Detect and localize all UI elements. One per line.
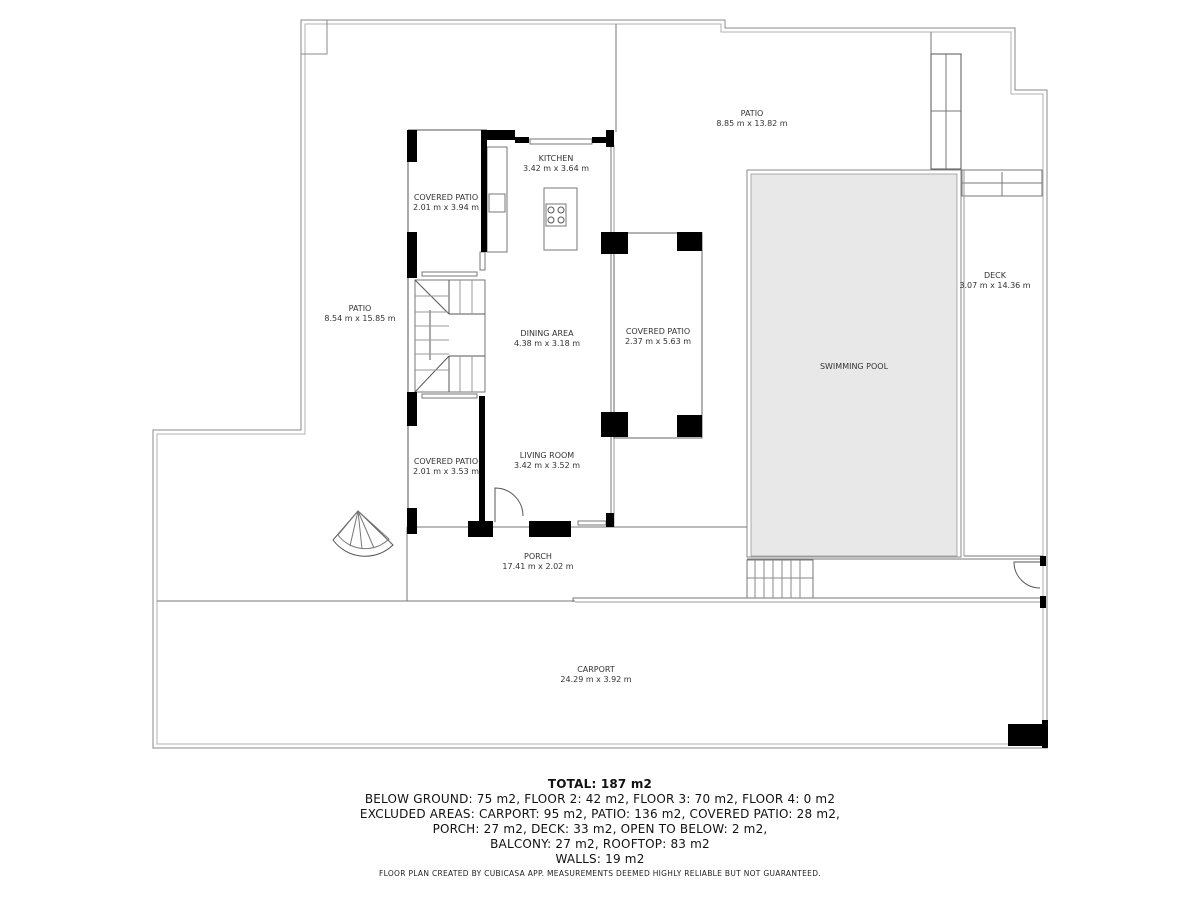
- room-name: DECK: [983, 271, 1007, 280]
- room-name: PATIO: [348, 304, 372, 313]
- room-dimensions: 3.07 m x 14.36 m: [959, 281, 1031, 290]
- room-label-porch: PORCH 17.41 m x 2.02 m: [502, 552, 573, 572]
- room-dimensions: 2.37 m x 5.63 m: [624, 337, 692, 346]
- room-label-living-room: LIVING ROOM 3.42 m x 3.52 m: [514, 451, 580, 471]
- room-name: COVERED PATIO: [413, 457, 479, 466]
- room-name: CARPORT: [577, 665, 615, 674]
- room-label-covered-patio-lower: COVERED PATIO 2.01 m x 3.53 m: [413, 457, 479, 477]
- room-name: PORCH: [524, 552, 552, 561]
- summary-line-excluded-2: PORCH: 27 m2, DECK: 33 m2, OPEN TO BELOW…: [432, 822, 768, 836]
- room-dimensions: 2.01 m x 3.94 m: [412, 203, 480, 212]
- room-dimensions: 8.85 m x 13.82 m: [716, 119, 788, 128]
- room-dimensions: 8.54 m x 15.85 m: [324, 314, 396, 323]
- room-name: LIVING ROOM: [519, 451, 575, 460]
- summary-line-walls: WALLS: 19 m2: [555, 852, 645, 866]
- room-label-covered-patio-upper: COVERED PATIO 2.01 m x 3.94 m: [413, 193, 479, 213]
- room-label-swimming-pool: SWIMMING POOL: [820, 362, 888, 372]
- room-label-covered-patio-right: COVERED PATIO 2.37 m x 5.63 m: [625, 327, 691, 347]
- room-name: COVERED PATIO: [625, 327, 691, 336]
- room-dimensions: 4.38 m x 3.18 m: [513, 339, 581, 348]
- room-dimensions: 24.29 m x 3.92 m: [560, 675, 632, 684]
- room-label-dining-area: DINING AREA 4.38 m x 3.18 m: [514, 329, 580, 349]
- property-boundary: [152, 19, 1048, 749]
- room-name: SWIMMING POOL: [819, 362, 889, 371]
- room-name: PATIO: [740, 109, 764, 118]
- room-label-deck: DECK 3.07 m x 14.36 m: [959, 271, 1030, 291]
- area-summary: TOTAL: 187 m2 BELOW GROUND: 75 m2, FLOOR…: [0, 777, 1200, 867]
- room-name: COVERED PATIO: [413, 193, 479, 202]
- swimming-pool: [746, 169, 962, 558]
- room-label-carport: CARPORT 24.29 m x 3.92 m: [560, 665, 631, 685]
- room-label-patio-top: PATIO 8.85 m x 13.82 m: [716, 109, 787, 129]
- summary-line-floors: BELOW GROUND: 75 m2, FLOOR 2: 42 m2, FLO…: [364, 792, 836, 806]
- disclaimer: FLOOR PLAN CREATED BY CUBICASA APP. MEAS…: [379, 869, 821, 878]
- room-dimensions: 3.42 m x 3.64 m: [522, 164, 590, 173]
- room-name: KITCHEN: [538, 154, 574, 163]
- room-label-patio-left: PATIO 8.54 m x 15.85 m: [324, 304, 395, 324]
- room-dimensions: 2.01 m x 3.53 m: [412, 467, 480, 476]
- total-area: TOTAL: 187 m2: [547, 777, 653, 791]
- summary-line-excluded-3: BALCONY: 27 m2, ROOFTOP: 83 m2: [490, 837, 710, 851]
- summary-line-excluded-1: EXCLUDED AREAS: CARPORT: 95 m2, PATIO: 1…: [359, 807, 841, 821]
- room-name: DINING AREA: [520, 329, 574, 338]
- room-label-kitchen: KITCHEN 3.42 m x 3.64 m: [523, 154, 589, 174]
- room-dimensions: 17.41 m x 2.02 m: [502, 562, 574, 571]
- room-dimensions: 3.42 m x 3.52 m: [513, 461, 581, 470]
